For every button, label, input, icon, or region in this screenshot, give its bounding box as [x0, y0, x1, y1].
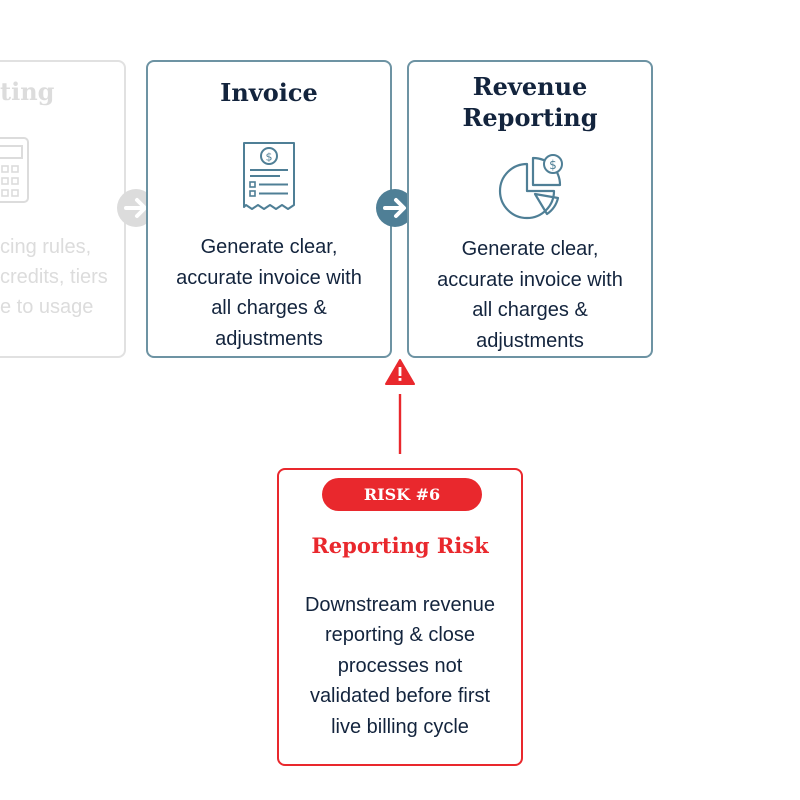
faded-desc-line-1: cing rules, — [0, 236, 92, 258]
risk-desc-line-3: processes not — [337, 654, 463, 677]
risk-desc-line-4: validated before first — [309, 685, 491, 708]
invoice-receipt-icon: $ — [243, 142, 295, 210]
invoice-desc-line-2: accurate invoice with — [176, 266, 362, 289]
revenue-reporting-title-line-1: Revenue — [472, 72, 588, 101]
risk-title: Reporting Risk — [311, 533, 489, 558]
risk-desc-line-5: live billing cycle — [331, 715, 469, 738]
revenue-reporting-title-line-2: Reporting — [462, 103, 598, 132]
arrow-right-icon — [117, 189, 155, 227]
pie-chart-dollar-icon: $ — [498, 154, 563, 220]
arrow-right-icon — [376, 189, 414, 227]
risk-connector-line — [398, 394, 402, 454]
faded-desc-line-2: credits, tiers — [0, 266, 108, 288]
revenue-desc-line-4: adjustments — [476, 329, 584, 352]
risk-desc-line-2: reporting & close — [324, 624, 476, 647]
faded-step-card — [0, 60, 126, 358]
invoice-desc-line-4: adjustments — [215, 327, 323, 350]
revenue-reporting-step-card: Revenue Reporting $ Generate clear, accu… — [407, 60, 653, 358]
calculator-icon — [0, 137, 29, 203]
risk-badge: RISK #6 — [322, 478, 482, 511]
svg-text:$: $ — [266, 151, 273, 164]
invoice-step-title: Invoice — [220, 78, 318, 107]
faded-step-title: ting — [0, 77, 55, 106]
revenue-desc-line-3: all charges & — [472, 299, 588, 321]
invoice-step-card: Invoice $ Generate clear, accurate invoi… — [146, 60, 392, 358]
risk-desc-line-1: Downstream revenue — [304, 594, 496, 616]
warning-triangle-icon — [385, 359, 415, 385]
faded-desc-line-3: e to usage — [0, 296, 94, 318]
invoice-desc-line-3: all charges & — [211, 297, 327, 319]
revenue-desc-line-1: Generate clear, — [461, 238, 599, 260]
svg-text:$: $ — [549, 158, 557, 172]
revenue-desc-line-2: accurate invoice with — [437, 268, 623, 291]
invoice-desc-line-1: Generate clear, — [200, 236, 338, 258]
risk-card: RISK #6 Reporting Risk Downstream revenu… — [277, 468, 523, 766]
